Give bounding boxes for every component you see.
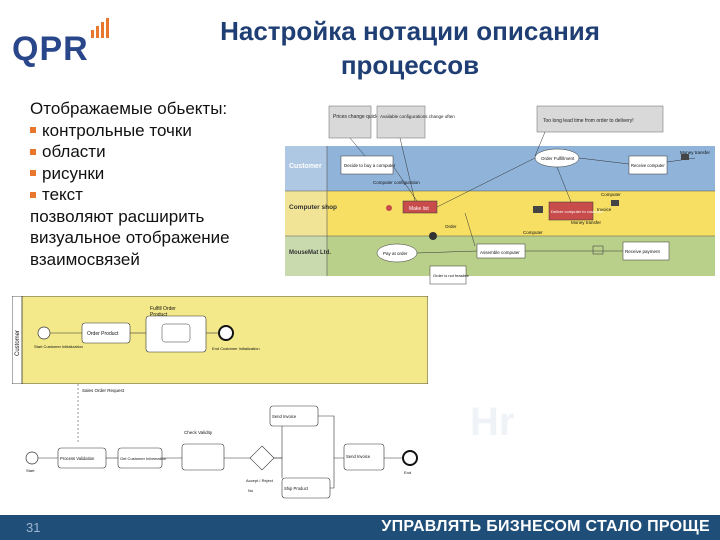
customer-pool-diagram: Customer Start Customer Initialization O… bbox=[12, 296, 428, 384]
task-box bbox=[181, 443, 225, 471]
svg-text:Receive computer: Receive computer bbox=[631, 163, 665, 168]
slide-title: Настройка нотации описания процессов bbox=[170, 14, 650, 82]
logo-bars-icon bbox=[91, 18, 109, 38]
svg-text:Ship Product: Ship Product bbox=[284, 486, 309, 491]
truck-icon bbox=[533, 206, 543, 213]
svg-text:Send Invoice: Send Invoice bbox=[272, 414, 297, 419]
objects-text-block: Отображаемые обьекты: контрольные точки … bbox=[30, 98, 280, 270]
lane-label: Computer shop bbox=[289, 204, 337, 211]
svg-text:Money transfer: Money transfer bbox=[571, 220, 602, 225]
person-icon bbox=[386, 205, 392, 211]
svg-text:No: No bbox=[248, 488, 254, 493]
svg-text:Order is not feasible: Order is not feasible bbox=[433, 273, 470, 278]
svg-text:End: End bbox=[404, 470, 411, 475]
svg-text:Money transfer: Money transfer bbox=[680, 150, 711, 155]
svg-text:Process Validation: Process Validation bbox=[60, 456, 95, 461]
note-text: Available configurations change often bbox=[380, 114, 455, 119]
bullet-icon bbox=[30, 191, 36, 198]
page-number: 31 bbox=[26, 520, 41, 535]
bullet-icon bbox=[30, 170, 36, 177]
start-event-icon bbox=[25, 451, 39, 465]
bullet-item: контрольные точки bbox=[30, 120, 280, 142]
svg-text:Assemble computer: Assemble computer bbox=[480, 250, 520, 255]
svg-text:Order: Order bbox=[445, 224, 457, 229]
bullet-item: текст bbox=[30, 184, 280, 206]
svg-text:Make list: Make list bbox=[409, 206, 429, 212]
bullet-icon bbox=[30, 127, 36, 134]
title-line-2: процессов bbox=[340, 50, 480, 80]
svg-text:Decide to buy a computer: Decide to buy a computer bbox=[344, 163, 396, 168]
process-map-diagram: Customer Computer shop MouseMat Ltd. Pri… bbox=[285, 96, 715, 296]
footer-slogan: УПРАВЛЯТЬ БИЗНЕСОМ СТАЛО ПРОЩЕ bbox=[381, 518, 710, 535]
bullet-item: области bbox=[30, 141, 280, 163]
note-box bbox=[536, 105, 664, 133]
note-text: Prices change quickly bbox=[333, 114, 382, 120]
lane-computer-shop bbox=[285, 191, 715, 236]
gateway-icon bbox=[249, 445, 275, 471]
end-event-icon bbox=[218, 325, 234, 341]
connectors bbox=[349, 131, 696, 254]
qpr-logo: QPR bbox=[12, 30, 89, 68]
envelope-icon bbox=[681, 154, 689, 160]
truck-icon bbox=[611, 200, 619, 206]
sales-order-diagram: Sales Order Request Start Process Valida… bbox=[25, 384, 418, 499]
lane-label: MouseMat Ltd. bbox=[289, 250, 331, 256]
svg-text:Product: Product bbox=[150, 312, 168, 318]
task-box bbox=[340, 155, 394, 175]
svg-text:Receive payment: Receive payment bbox=[625, 249, 661, 254]
svg-text:Invoice: Invoice bbox=[597, 207, 612, 212]
note-box bbox=[376, 105, 426, 139]
svg-text:Send Invoice: Send Invoice bbox=[346, 454, 371, 459]
svg-text:End Customer Initialization: End Customer Initialization bbox=[212, 346, 260, 351]
closing-line: взаимосвязей bbox=[30, 249, 140, 269]
task-box bbox=[628, 155, 668, 175]
svg-text:Pay at order: Pay at order bbox=[383, 251, 408, 256]
note-text: Too long lead time from order to deliver… bbox=[543, 118, 634, 124]
svg-text:Order Fulfillment: Order Fulfillment bbox=[541, 156, 575, 161]
bullet-icon bbox=[30, 148, 36, 155]
objects-heading: Отображаемые обьекты: bbox=[30, 99, 228, 118]
bullet-item: рисунки bbox=[30, 163, 280, 185]
computer-icon bbox=[429, 232, 437, 240]
pool-label: Customer bbox=[15, 330, 21, 356]
start-event-icon bbox=[37, 326, 51, 340]
lane-label: Customer bbox=[289, 163, 322, 170]
closing-line: визуальное отображение bbox=[30, 228, 230, 247]
end-event-icon bbox=[402, 450, 418, 466]
svg-text:Order Product: Order Product bbox=[87, 331, 119, 337]
svg-text:Accept / Reject: Accept / Reject bbox=[246, 478, 274, 483]
svg-text:Get Customer Information: Get Customer Information bbox=[120, 456, 166, 461]
footer-bar: 31 УПРАВЛЯТЬ БИЗНЕСОМ СТАЛО ПРОЩЕ bbox=[0, 515, 720, 540]
svg-text:Computer configuration: Computer configuration bbox=[373, 180, 420, 185]
svg-text:Check Validity: Check Validity bbox=[184, 430, 213, 435]
svg-text:Computer: Computer bbox=[601, 192, 621, 197]
svg-text:Computer: Computer bbox=[523, 230, 543, 235]
task-box bbox=[343, 443, 385, 471]
connectors bbox=[38, 415, 403, 489]
svg-text:Sales Order Request: Sales Order Request bbox=[82, 388, 125, 393]
svg-text:Start: Start bbox=[26, 468, 35, 473]
closing-line: позволяют расширить bbox=[30, 206, 205, 226]
svg-text:Start Customer Initialization: Start Customer Initialization bbox=[34, 344, 83, 349]
note-box bbox=[328, 105, 372, 139]
title-line-1: Настройка нотации описания bbox=[220, 16, 600, 46]
svg-text:Fulfill Order: Fulfill Order bbox=[150, 306, 176, 312]
network-icon bbox=[592, 245, 604, 255]
svg-text:Deliver computer to customer: Deliver computer to customer bbox=[551, 209, 604, 214]
label-box bbox=[429, 265, 467, 285]
background-watermark: Hr bbox=[470, 400, 515, 444]
